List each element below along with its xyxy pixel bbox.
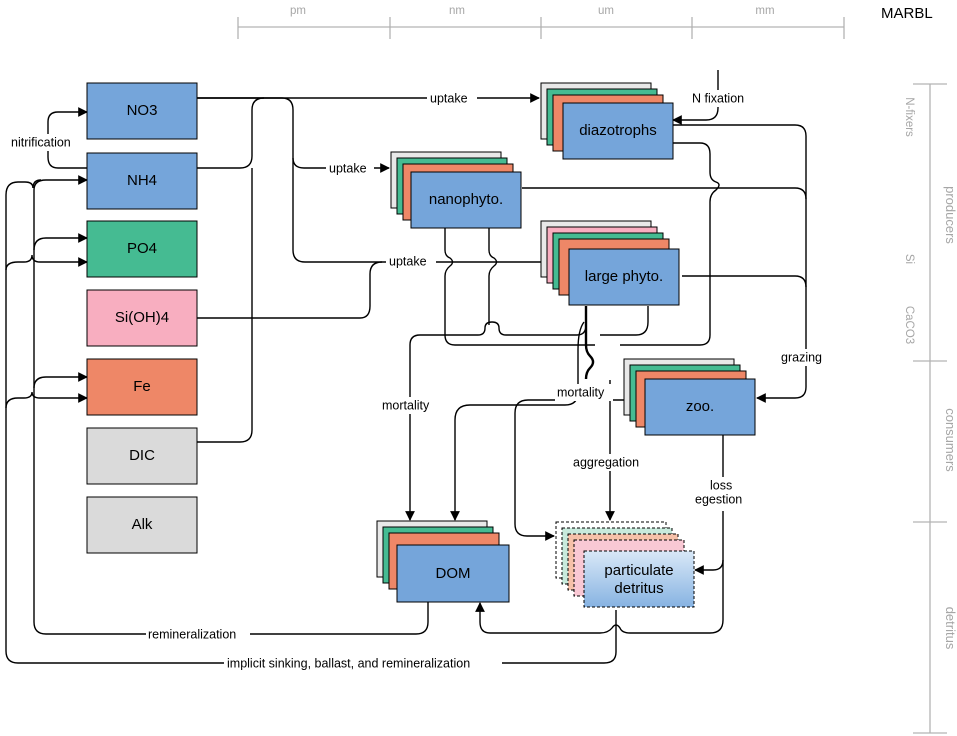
detritus-label-line2: detritus	[614, 580, 663, 597]
large-phyto-label: large phyto.	[585, 268, 663, 285]
nutrient-column: NO3 NH4 PO4 Si(OH)4 Fe DIC Alk	[86, 82, 198, 554]
nanophyto-label: nanophyto.	[429, 191, 503, 208]
scale-mm: mm	[755, 5, 774, 17]
connectors	[5, 70, 807, 664]
label-producers: producers	[943, 186, 957, 244]
nutrient-fe: Fe	[86, 358, 198, 416]
label-caco3: CaCO3	[903, 306, 915, 344]
nutrient-nh4: NH4	[86, 152, 198, 210]
nutrient-no3: NO3	[86, 82, 198, 140]
scale-nm: nm	[449, 5, 465, 17]
label-loss: loss	[710, 478, 732, 492]
diazotrophs-box: diazotrophs	[540, 82, 674, 160]
nutrient-fe-label: Fe	[133, 378, 151, 395]
scale-um: um	[598, 5, 614, 17]
diazotrophs-label: diazotrophs	[579, 122, 657, 139]
nutrient-alk-label: Alk	[132, 516, 153, 533]
label-uptake-large: uptake	[389, 254, 427, 268]
label-grazing: grazing	[781, 350, 822, 364]
label-n-fixers: N-fixers	[903, 97, 915, 137]
nutrient-no3-label: NO3	[127, 102, 158, 119]
label-nitrification: nitrification	[11, 135, 71, 149]
nanophyto-box: nanophyto.	[390, 151, 522, 229]
category-axis: N-fixers Si CaCO3 producers consumers de…	[903, 83, 957, 734]
nutrient-po4: PO4	[86, 220, 198, 278]
process-labels: nitrification uptake uptake uptake N fix…	[9, 90, 831, 672]
label-n-fixation: N fixation	[692, 91, 744, 105]
nutrient-dic-label: DIC	[129, 447, 155, 464]
size-scale-axis: pm nm um mm	[237, 5, 845, 39]
zoo-box: zoo.	[623, 358, 756, 436]
label-uptake-no3: uptake	[430, 91, 468, 105]
detritus-box: particulate detritus	[555, 521, 695, 608]
nutrient-po4-label: PO4	[127, 240, 157, 257]
label-mortality-zoo: mortality	[557, 385, 605, 399]
label-uptake-nano: uptake	[329, 161, 367, 175]
detritus-label-line1: particulate	[604, 562, 673, 579]
zoo-label: zoo.	[686, 398, 714, 415]
label-implicit-sinking: implicit sinking, ballast, and remineral…	[227, 656, 470, 670]
nutrient-alk: Alk	[86, 496, 198, 554]
label-consumers: consumers	[943, 408, 957, 472]
label-detritus: detritus	[943, 607, 957, 650]
label-remineralization: remineralization	[148, 627, 236, 641]
nutrient-dic: DIC	[86, 427, 198, 485]
large-phyto-box: large phyto.	[540, 220, 680, 306]
dom-label: DOM	[436, 565, 471, 582]
scale-pm: pm	[290, 5, 306, 17]
diagram-title: MARBL	[881, 5, 933, 22]
label-mortality-phyto: mortality	[382, 398, 430, 412]
nutrient-nh4-label: NH4	[127, 172, 157, 189]
label-egestion: egestion	[695, 492, 742, 506]
nutrient-sioh4-label: Si(OH)4	[115, 309, 169, 326]
label-aggregation: aggregation	[573, 455, 639, 469]
label-si: Si	[903, 254, 915, 264]
nutrient-sioh4: Si(OH)4	[86, 289, 198, 347]
dom-box: DOM	[376, 520, 510, 603]
